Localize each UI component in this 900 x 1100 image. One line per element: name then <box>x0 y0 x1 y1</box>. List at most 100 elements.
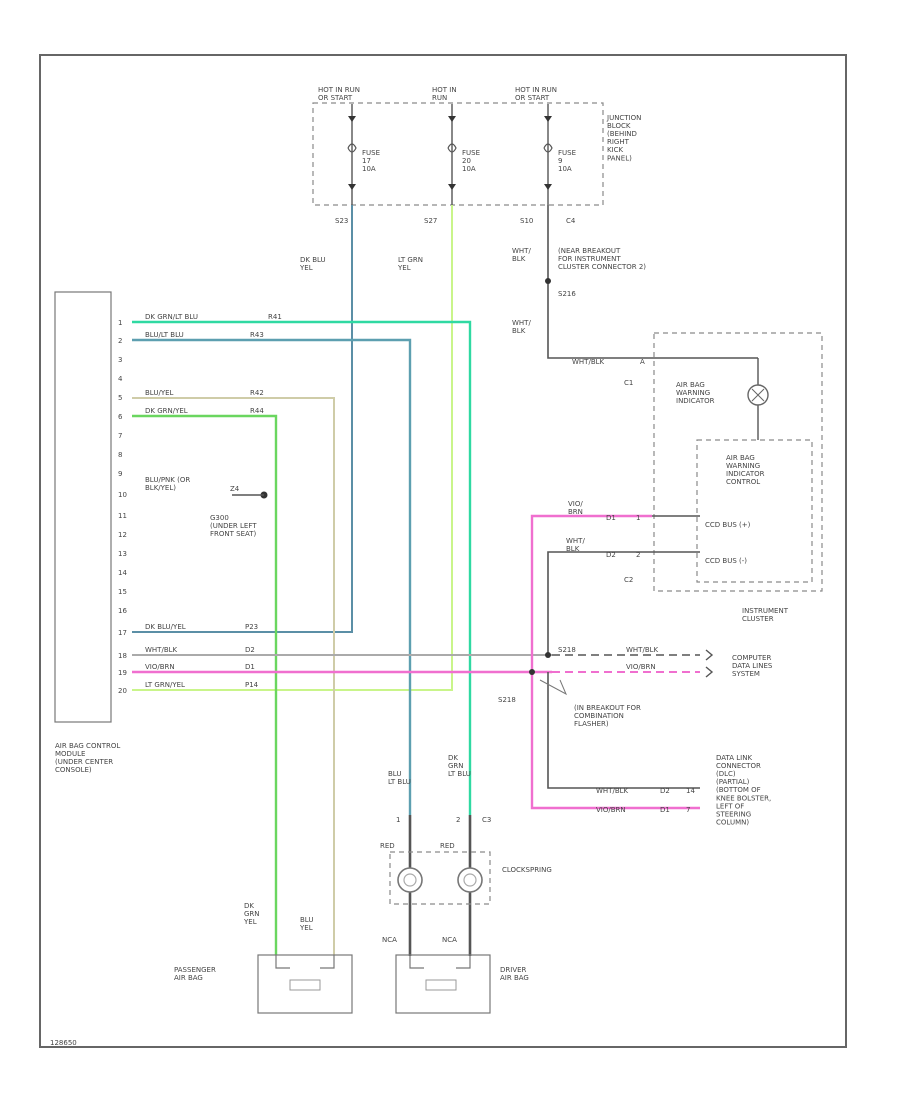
svg-text:WHT/BLK: WHT/BLK <box>145 646 178 654</box>
air-bag-control-module <box>54 291 112 723</box>
clockspring-label: CLOCKSPRING <box>502 866 552 874</box>
svg-text:10: 10 <box>118 491 127 499</box>
splice-s218-wht-dot <box>545 652 551 658</box>
driver-wire-nca-1: NCA <box>382 936 397 944</box>
svg-text:1: 1 <box>118 319 122 327</box>
clockspring-red-1: RED <box>380 842 395 850</box>
circuit-s27: S27 <box>424 217 437 225</box>
svg-text:VIO/BRN: VIO/BRN <box>145 663 175 671</box>
svg-text:R43: R43 <box>250 331 264 339</box>
svg-text:7: 7 <box>118 432 122 440</box>
cluster-circuit-d1: D1 <box>606 514 616 522</box>
wire-blu-yel <box>132 397 335 955</box>
diagram-frame <box>39 54 847 1048</box>
circuit-c4: C4 <box>566 217 576 225</box>
svg-text:16: 16 <box>118 607 127 615</box>
svg-text:13: 13 <box>118 550 127 558</box>
dlc-circuit-d2: D2 <box>660 787 670 795</box>
svg-text:5: 5 <box>118 394 122 402</box>
driver-wire-nca-2: NCA <box>442 936 457 944</box>
clockspring-outline <box>389 851 491 905</box>
dlc-pin-7: 7 <box>686 806 690 814</box>
driver-squib-icon <box>425 979 457 991</box>
svg-text:12: 12 <box>118 531 127 539</box>
cluster-pin-2: 2 <box>636 551 640 559</box>
wire-dk-blu-yel-feed <box>132 205 353 633</box>
clockspring-connector-c3: C3 <box>482 816 491 824</box>
wire-vio-brn-to-cluster <box>530 514 652 672</box>
bus-vio-brn-label: VIO/BRN <box>626 663 656 671</box>
svg-text:Z4: Z4 <box>230 485 240 493</box>
wire-group <box>132 205 700 956</box>
svg-text:15: 15 <box>118 588 127 596</box>
cluster-pin-a: A <box>640 358 645 366</box>
wire-wht-blk-to-dlc <box>547 672 700 789</box>
cluster-circuit-d2: D2 <box>606 551 616 559</box>
svg-text:14: 14 <box>118 569 127 577</box>
cluster-connector-c2: C2 <box>624 576 633 584</box>
wire-label-wht-blk-lower: WHT/BLK <box>512 319 531 335</box>
svg-text:17: 17 <box>118 629 127 637</box>
wire-dk-grn-lt-blu <box>132 320 472 815</box>
driver-air-bag <box>395 954 491 1014</box>
ccd-bus-positive: CCD BUS (+) <box>705 521 751 529</box>
clockspring-red-2: RED <box>440 842 455 850</box>
wire-vio-brn-to-dlc <box>530 672 700 810</box>
svg-text:P14: P14 <box>245 681 259 689</box>
wire-wht-blk-feed <box>547 205 652 359</box>
cluster-wht-blk-label: WHT/BLK <box>572 358 605 366</box>
svg-text:BLU/LT BLU: BLU/LT BLU <box>145 331 184 339</box>
passenger-air-bag <box>257 954 353 1014</box>
wire-lt-grn-yel-feed <box>132 205 453 691</box>
clockspring-coil-2-icon <box>457 867 483 893</box>
splice-s218-vio-dot <box>529 669 535 675</box>
splice-leader <box>539 679 568 696</box>
svg-text:19: 19 <box>118 669 127 677</box>
passenger-squib-icon <box>289 979 321 991</box>
svg-text:18: 18 <box>118 652 127 660</box>
cluster-connector-c1: C1 <box>624 379 633 387</box>
ccd-bus-negative: CCD BUS (-) <box>705 557 747 565</box>
svg-text:R42: R42 <box>250 389 264 397</box>
dlc-wht-blk-label: WHT/BLK <box>596 787 629 795</box>
svg-text:4: 4 <box>118 375 123 383</box>
svg-text:8: 8 <box>118 451 122 459</box>
splice-s216-dot <box>545 278 551 284</box>
clockspring-pin-2: 2 <box>456 816 460 824</box>
bus-wht-blk-label: WHT/BLK <box>626 646 659 654</box>
svg-text:11: 11 <box>118 512 127 520</box>
svg-text:DK GRN/LT BLU: DK GRN/LT BLU <box>145 313 198 321</box>
cluster-wht-blk-lower-label: WHT/BLK <box>566 537 585 553</box>
svg-text:2: 2 <box>118 337 122 345</box>
svg-text:R44: R44 <box>250 407 264 415</box>
svg-text:9: 9 <box>118 470 122 478</box>
lamp-filament-icon <box>751 388 765 402</box>
wire-blu-lt-blu <box>132 338 412 815</box>
dlc-vio-brn-label: VIO/BRN <box>596 806 626 814</box>
svg-text:P23: P23 <box>245 623 258 631</box>
wire-wht-blk-to-cluster <box>547 551 652 655</box>
circuit-s23: S23 <box>335 217 348 225</box>
cluster-pin-1: 1 <box>636 514 640 522</box>
